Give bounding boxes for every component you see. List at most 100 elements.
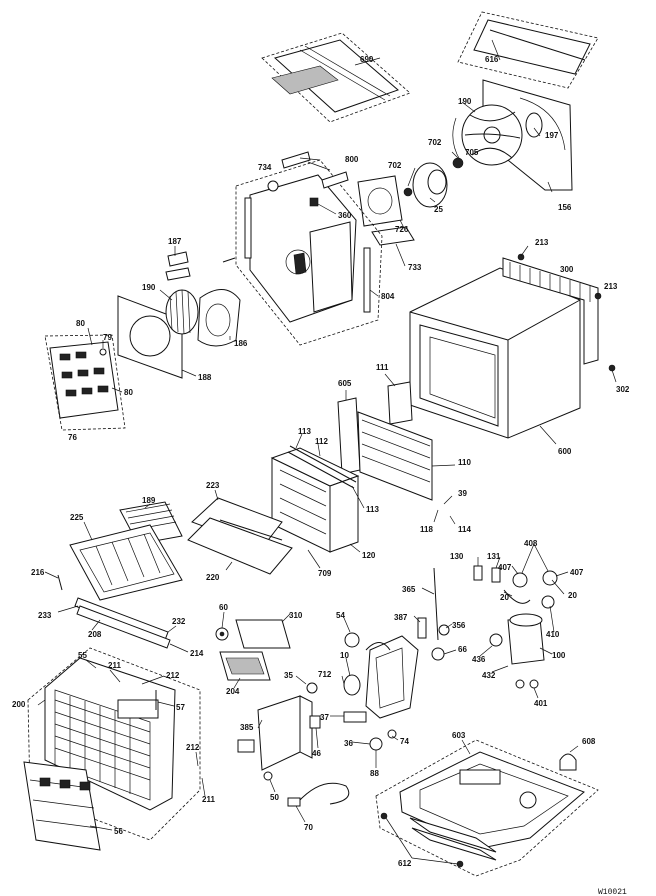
callout-208: 208 bbox=[88, 630, 102, 639]
callout-70: 70 bbox=[304, 823, 313, 832]
callout-10: 10 bbox=[340, 651, 349, 660]
callout-156: 156 bbox=[558, 203, 572, 212]
callout-734: 734 bbox=[258, 163, 272, 172]
callout-436: 436 bbox=[472, 655, 486, 664]
callout-233: 233 bbox=[38, 611, 52, 620]
callout-76: 76 bbox=[68, 433, 77, 442]
callout-189: 189 bbox=[142, 496, 156, 505]
callout-705: 705 bbox=[465, 148, 479, 157]
callout-79: 79 bbox=[103, 333, 112, 342]
callout-616: 616 bbox=[485, 55, 499, 64]
callout-46: 46 bbox=[312, 749, 321, 758]
callout-702-upper: 702 bbox=[428, 138, 442, 147]
callout-211-upper: 211 bbox=[108, 661, 121, 670]
callout-220: 220 bbox=[206, 573, 220, 582]
scroll-housing-group bbox=[222, 151, 383, 346]
callout-187: 187 bbox=[168, 237, 182, 246]
callout-35: 35 bbox=[284, 671, 293, 680]
callout-113-upper: 113 bbox=[298, 427, 311, 436]
callout-50: 50 bbox=[270, 793, 279, 802]
callout-211-lower: 211 bbox=[202, 795, 215, 804]
callout-55: 55 bbox=[78, 651, 87, 660]
callout-213-right: 213 bbox=[604, 282, 618, 291]
callout-130: 130 bbox=[450, 552, 464, 561]
callout-39: 39 bbox=[458, 489, 467, 498]
callout-608: 608 bbox=[582, 737, 596, 746]
callout-407-right: 407 bbox=[570, 568, 584, 577]
callout-603: 603 bbox=[452, 731, 466, 740]
callout-113-lower: 113 bbox=[366, 505, 379, 514]
callout-25: 25 bbox=[434, 205, 443, 214]
callout-360: 360 bbox=[338, 211, 352, 220]
callout-212-lower: 212 bbox=[186, 743, 200, 752]
callout-407-left: 407 bbox=[498, 563, 512, 572]
callout-100: 100 bbox=[552, 651, 566, 660]
callout-200: 200 bbox=[12, 700, 26, 709]
callout-804: 804 bbox=[381, 292, 395, 301]
base-pan-group bbox=[375, 739, 599, 877]
blower-group bbox=[117, 251, 241, 379]
callout-66: 66 bbox=[458, 645, 467, 654]
callout-709: 709 bbox=[318, 569, 332, 578]
callout-110: 110 bbox=[458, 458, 471, 467]
callout-120: 120 bbox=[362, 551, 376, 560]
front-grille-group bbox=[23, 647, 201, 851]
compressor-bracket-group bbox=[343, 632, 419, 751]
callout-356: 356 bbox=[452, 621, 466, 630]
callout-112: 112 bbox=[315, 437, 328, 446]
callout-300: 300 bbox=[560, 265, 574, 274]
callout-690: 690 bbox=[360, 55, 374, 64]
callout-60: 60 bbox=[219, 603, 228, 612]
callout-57: 57 bbox=[176, 703, 185, 712]
callout-702-lower: 702 bbox=[388, 161, 402, 170]
control-panel-group bbox=[44, 334, 126, 431]
callout-600: 600 bbox=[558, 447, 572, 456]
callout-56: 56 bbox=[114, 827, 123, 836]
callout-387: 387 bbox=[394, 613, 408, 622]
cabinet-group bbox=[409, 253, 616, 439]
callout-232: 232 bbox=[172, 617, 186, 626]
fan-shroud-group bbox=[452, 11, 599, 191]
callout-188: 188 bbox=[198, 373, 212, 382]
callout-302: 302 bbox=[616, 385, 630, 394]
callout-432: 432 bbox=[482, 671, 496, 680]
top-panel-group bbox=[261, 32, 411, 123]
callout-54: 54 bbox=[336, 611, 345, 620]
callout-310: 310 bbox=[289, 611, 303, 620]
callout-37: 37 bbox=[320, 713, 329, 722]
callout-204: 204 bbox=[226, 687, 240, 696]
callout-605: 605 bbox=[338, 379, 352, 388]
callout-80-upper: 80 bbox=[76, 319, 85, 328]
callout-365: 365 bbox=[402, 585, 416, 594]
callout-733: 733 bbox=[408, 263, 422, 272]
callout-88: 88 bbox=[370, 769, 379, 778]
electrical-box-group bbox=[237, 682, 350, 807]
drain-pan-group bbox=[187, 497, 293, 575]
callout-726: 726 bbox=[395, 225, 409, 234]
coils-group bbox=[270, 381, 433, 553]
callout-36: 36 bbox=[344, 739, 353, 748]
callout-223: 223 bbox=[206, 481, 220, 490]
callout-213-upper: 213 bbox=[535, 238, 549, 247]
callout-612: 612 bbox=[398, 859, 412, 868]
callout-186: 186 bbox=[234, 339, 248, 348]
callout-410: 410 bbox=[546, 630, 560, 639]
callout-214: 214 bbox=[190, 649, 204, 658]
callout-80-lower: 80 bbox=[124, 388, 133, 397]
callout-197-fan: 197 bbox=[545, 131, 559, 140]
figure-code: W10021 bbox=[598, 888, 627, 896]
leader-lines bbox=[37, 39, 617, 865]
fan-motor-group bbox=[357, 162, 448, 246]
callout-114: 114 bbox=[458, 525, 471, 534]
callout-190-blower: 190 bbox=[142, 283, 156, 292]
relay-group bbox=[215, 619, 291, 681]
callout-74: 74 bbox=[400, 737, 409, 746]
louver-group bbox=[57, 501, 183, 649]
callout-401: 401 bbox=[534, 699, 548, 708]
callout-20-right: 20 bbox=[568, 591, 577, 600]
callout-190-fan: 190 bbox=[458, 97, 472, 106]
callout-20-left: 20 bbox=[500, 593, 509, 602]
callout-labels: 690 616 190 197 702 705 156 734 800 702 … bbox=[12, 55, 630, 868]
callout-212-upper: 212 bbox=[166, 671, 180, 680]
